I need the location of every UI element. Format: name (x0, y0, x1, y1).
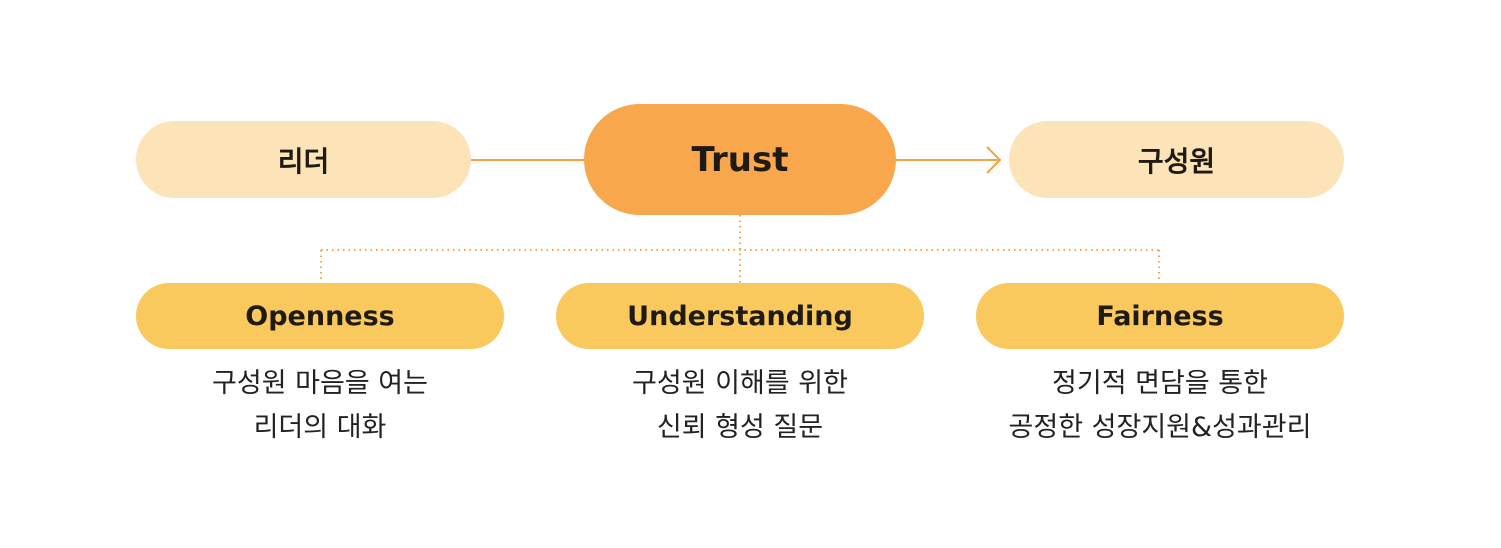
arrowhead-icon (986, 146, 1002, 174)
pillar-label: Understanding (627, 300, 853, 332)
desc-line: 구성원 이해를 위한 (632, 368, 848, 399)
trust-node: Trust (584, 104, 896, 215)
desc-line: 신뢰 형성 질문 (656, 412, 824, 443)
pillar-description-fairness: 정기적 면담을 통한 공정한 성장지원&성과관리 (940, 362, 1380, 450)
leader-label: 리더 (277, 144, 330, 178)
member-node: 구성원 (1009, 121, 1344, 198)
desc-line: 공정한 성장지원&성과관리 (1008, 412, 1312, 443)
leader-node: 리더 (136, 121, 471, 198)
pillar-label: Fairness (1096, 300, 1224, 332)
pillar-fairness: Fairness (976, 283, 1344, 349)
pillar-label: Openness (245, 300, 395, 332)
member-label: 구성원 (1137, 144, 1216, 178)
trust-label: Trust (691, 139, 789, 180)
desc-line: 구성원 마음을 여는 (212, 368, 428, 399)
desc-line: 리더의 대화 (253, 412, 387, 443)
pillar-understanding: Understanding (556, 283, 924, 349)
pillar-description-openness: 구성원 마음을 여는 리더의 대화 (120, 362, 520, 450)
desc-line: 정기적 면담을 통한 (1052, 368, 1268, 399)
pillar-description-understanding: 구성원 이해를 위한 신뢰 형성 질문 (540, 362, 940, 450)
pillar-openness: Openness (136, 283, 504, 349)
